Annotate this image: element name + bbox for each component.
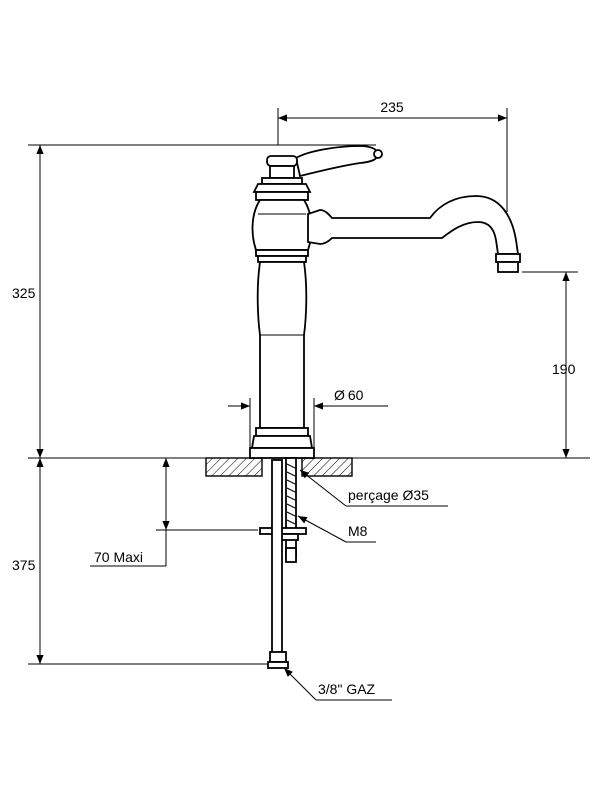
dim-label-190: 190: [552, 361, 576, 377]
leader-connection: [283, 667, 317, 701]
faucet-body: [249, 145, 383, 459]
callout-rod: M8: [348, 523, 368, 539]
diameter-symbol: Ø: [334, 387, 345, 403]
dim-label-325: 325: [12, 285, 36, 301]
countertop-section: [205, 457, 353, 477]
callout-drilling: perçage Ø35: [348, 487, 429, 503]
callout-connection: 3/8" GAZ: [318, 681, 376, 697]
under-counter-assembly: [259, 457, 307, 669]
leader-rod: [297, 515, 347, 543]
leader-drilling: [299, 469, 347, 507]
dim-label-70-maxi: 70 Maxi: [94, 549, 143, 565]
dim-label-375: 375: [12, 557, 36, 573]
dim-label-235: 235: [380, 99, 404, 115]
faucet-spout: [307, 195, 521, 273]
